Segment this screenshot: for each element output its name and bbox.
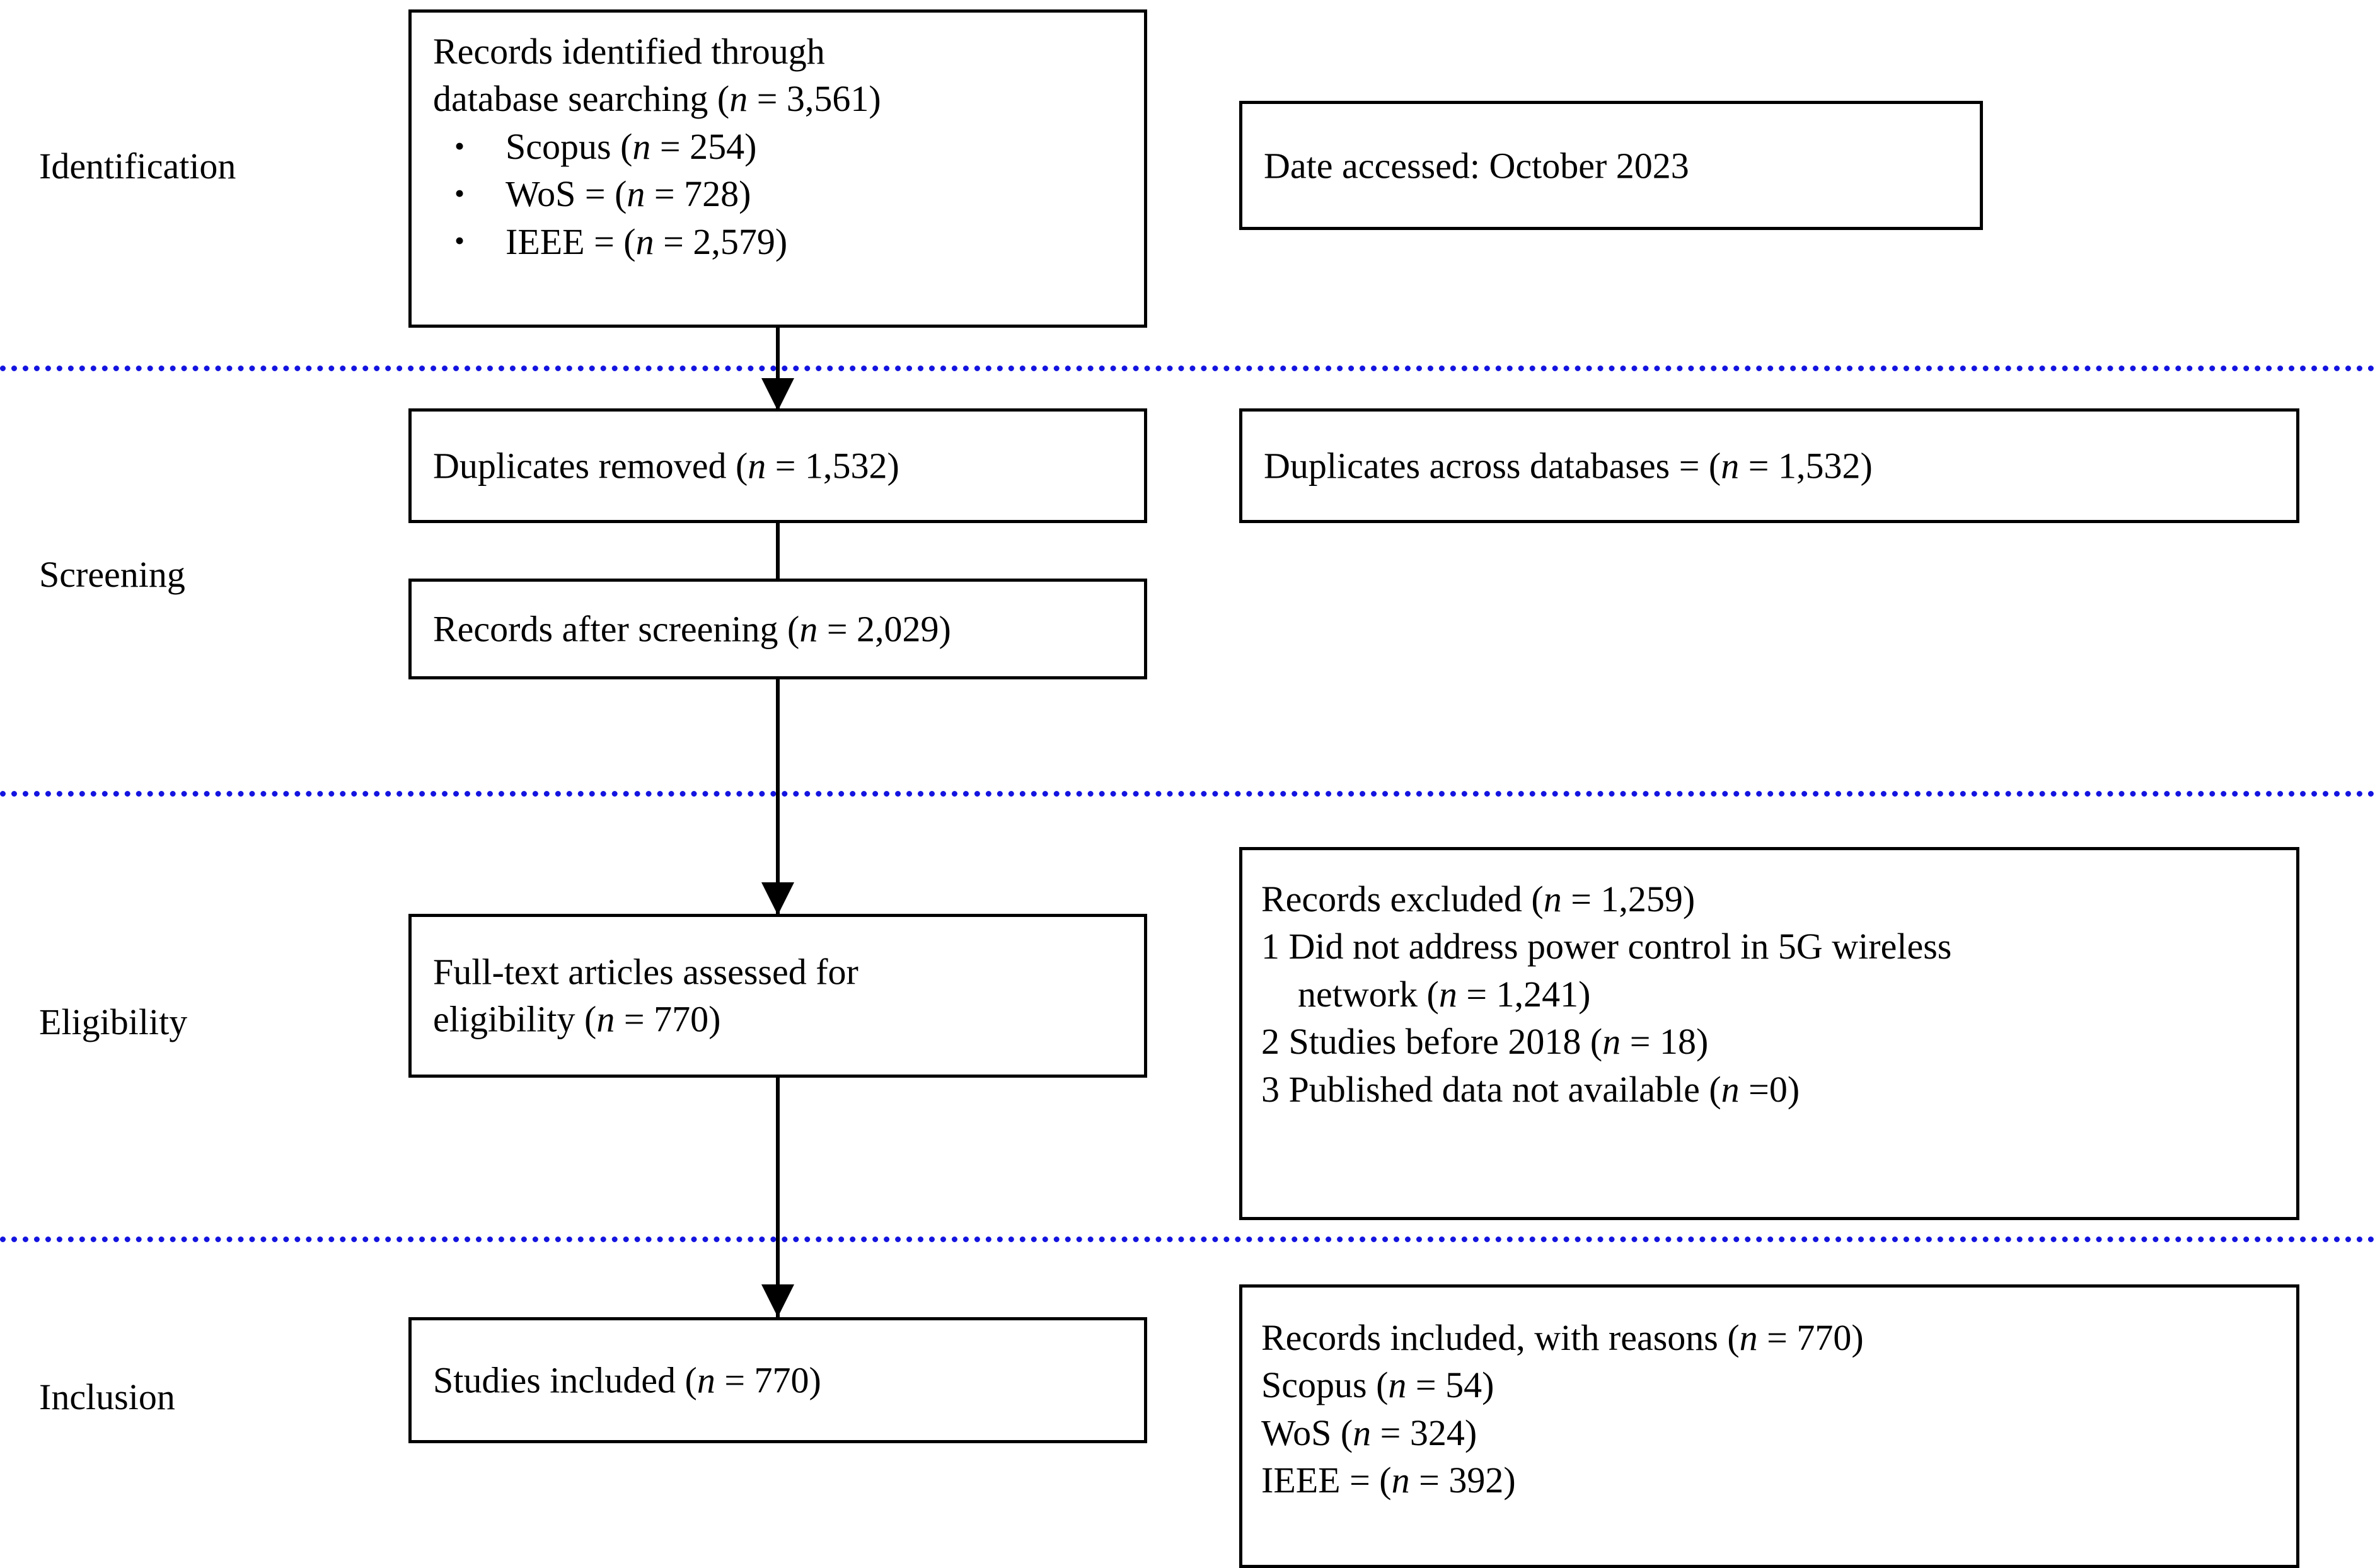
studies-included-text: Studies included (n = 770) — [433, 1359, 821, 1401]
stage-label-inclusion: Inclusion — [39, 1376, 175, 1417]
stage-label-identification: Identification — [39, 146, 236, 187]
records-excluded-heading: Records excluded (n = 1,259) — [1261, 879, 1696, 919]
bullet-icon: • — [454, 224, 465, 257]
duplicates-removed-text: Duplicates removed (n = 1,532) — [433, 445, 899, 487]
list-item-wos: •WoS = (n = 728) — [433, 170, 1135, 217]
box-records-identified: Records identified through database sear… — [408, 9, 1147, 328]
bullet-icon: • — [454, 129, 465, 162]
records-after-screening-text: Records after screening (n = 2,029) — [433, 608, 951, 650]
exclusion-reason-3: 3 Published data not available (n =0) — [1261, 1068, 1800, 1110]
date-accessed-text: Date accessed: October 2023 — [1264, 144, 1689, 186]
box-records-after-screening: Records after screening (n = 2,029) — [408, 579, 1147, 679]
connector-line-3 — [776, 679, 780, 925]
records-included-line1: Records included, with reasons (n = 770) — [1261, 1317, 1864, 1358]
records-included-line3: WoS (n = 324) — [1261, 1412, 1477, 1453]
arrow-down-icon-1 — [761, 378, 794, 411]
stage-label-screening: Screening — [39, 554, 185, 595]
records-identified-line1: Records identified through — [433, 31, 825, 72]
box-fulltext-assessed: Full-text articles assessed for eligibil… — [408, 914, 1147, 1078]
stage-label-eligibility: Eligibility — [39, 1001, 188, 1042]
stage-separator-2 — [0, 791, 2375, 797]
list-item-ieee: •IEEE = (n = 2,579) — [433, 218, 1135, 265]
stage-separator-3 — [0, 1237, 2375, 1242]
bullet-icon: • — [454, 177, 465, 210]
stage-separator-1 — [0, 366, 2375, 371]
exclusion-reason-2: 2 Studies before 2018 (n = 18) — [1261, 1021, 1709, 1063]
records-included-line4: IEEE = (n = 392) — [1261, 1460, 1516, 1501]
box-duplicates-removed: Duplicates removed (n = 1,532) — [408, 408, 1147, 523]
arrow-down-icon-2 — [761, 882, 794, 915]
exclusion-reason-1: 1 Did not address power control in 5G wi… — [1261, 926, 1952, 967]
box-studies-included: Studies included (n = 770) — [408, 1317, 1147, 1443]
connector-line-2 — [776, 523, 780, 579]
box-records-included-reasons: Records included, with reasons (n = 770)… — [1239, 1284, 2299, 1568]
fulltext-assessed-text: Full-text articles assessed for eligibil… — [433, 951, 858, 1040]
box-date-accessed: Date accessed: October 2023 — [1239, 101, 1983, 230]
identified-source-list: •Scopus (n = 254) •WoS = (n = 728) •IEEE… — [433, 123, 1135, 265]
box-records-excluded: Records excluded (n = 1,259) 1 Did not a… — [1239, 847, 2299, 1220]
list-item-scopus: •Scopus (n = 254) — [433, 123, 1135, 170]
records-included-line2: Scopus (n = 54) — [1261, 1364, 1494, 1406]
box-duplicates-across-databases: Duplicates across databases = (n = 1,532… — [1239, 408, 2299, 523]
exclusion-reason-1-cont: network (n = 1,241) — [1298, 973, 1591, 1015]
arrow-down-icon-3 — [761, 1284, 794, 1317]
connector-line-4 — [776, 1078, 780, 1317]
duplicates-across-text: Duplicates across databases = (n = 1,532… — [1264, 445, 1873, 487]
records-identified-line2: database searching (n = 3,561) — [433, 78, 881, 120]
